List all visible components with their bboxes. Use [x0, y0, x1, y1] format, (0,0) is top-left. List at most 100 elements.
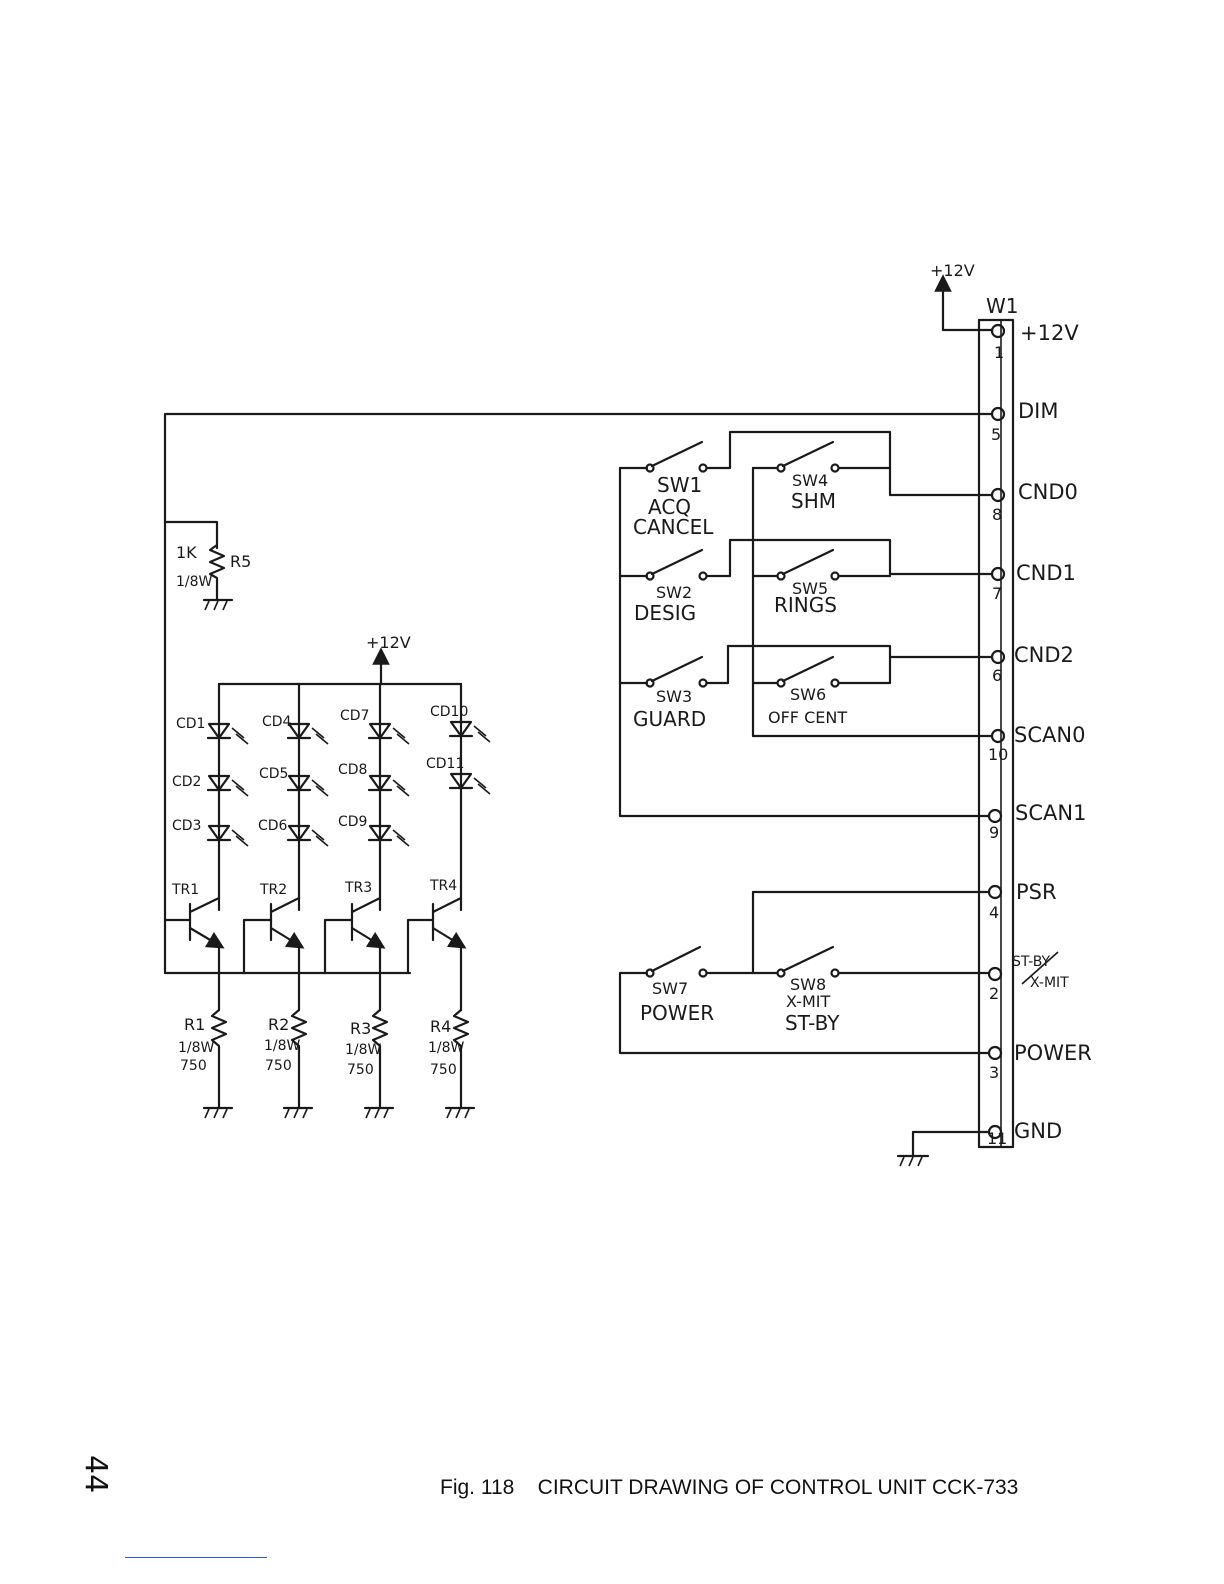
led-label-cd6: CD6	[258, 818, 288, 834]
r2-ref: R2	[268, 1015, 289, 1034]
sw7-label-line1: POWER	[640, 1001, 714, 1025]
r5-value: 1K	[176, 543, 197, 562]
r4-power: 1/8W	[428, 1040, 465, 1056]
resistor-r5: 1K 1/8W R5	[176, 543, 251, 611]
sw1-ref: SW1	[657, 473, 702, 497]
sw8-ref: SW8	[790, 975, 826, 994]
pin-3-number: 3	[989, 1063, 999, 1082]
connector-w1: W1	[977, 294, 1019, 1149]
pin-10-signal: SCAN0	[1014, 723, 1085, 747]
led-cd10	[448, 720, 491, 743]
switch-labels: SW1 ACQ CANCEL SW2 DESIG SW3 GUARD SW4 S…	[633, 471, 847, 1035]
pin-5-terminal	[990, 406, 1006, 422]
led-cd11	[448, 772, 491, 795]
pin-8-terminal	[990, 487, 1006, 503]
pin-10-terminal	[990, 728, 1006, 744]
resistor-r3	[363, 1008, 395, 1119]
sw6-ref: SW6	[790, 685, 826, 704]
led-label-cd5: CD5	[259, 766, 288, 782]
pin-5-number: 5	[991, 425, 1001, 444]
transistor-tr4	[406, 896, 467, 1012]
figure-caption: Fig. 118 CIRCUIT DRAWING OF CONTROL UNIT…	[440, 1476, 1019, 1499]
transistor-tr1	[163, 896, 225, 1012]
r3-ref: R3	[350, 1019, 371, 1038]
led-label-cd10: CD10	[430, 704, 468, 720]
led-cd9	[367, 824, 410, 847]
led-cd3	[206, 824, 249, 847]
connector-ground	[896, 1130, 991, 1167]
led-labels: CD1 CD2 CD3 CD4 CD5 CD6 CD7 CD8 CD9 CD10…	[172, 704, 468, 834]
pin-11-signal: GND	[1014, 1119, 1062, 1143]
transistors: TR1 TR2 TR3 TR4	[163, 878, 467, 1012]
led-label-cd8: CD8	[338, 762, 367, 778]
r1-ref: R1	[184, 1015, 205, 1034]
pin-5-signal: DIM	[1018, 399, 1058, 423]
sw5-ref: SW5	[792, 579, 828, 598]
pin-7-number: 7	[992, 584, 1002, 603]
transistor-label-tr1: TR1	[171, 882, 199, 898]
pin-8-number: 8	[992, 505, 1002, 524]
pin-4-signal: PSR	[1016, 880, 1057, 904]
pin-1-signal: +12V	[1020, 321, 1079, 345]
led-label-cd3: CD3	[172, 818, 201, 834]
led-symbols	[206, 720, 491, 847]
switch-row-cnd1	[618, 538, 994, 581]
sw2-ref: SW2	[656, 583, 692, 602]
r4-ref: R4	[430, 1017, 451, 1036]
led-label-cd11: CD11	[426, 756, 464, 772]
transistor-tr3	[323, 896, 386, 1012]
switch-row-power	[618, 890, 991, 1055]
emitter-resistors: R1 1/8W 750 R2 1/8W 750 R3 1/8W 750 R4 1…	[178, 1008, 476, 1119]
pin-7-terminal	[990, 566, 1006, 582]
led-columns	[217, 682, 463, 912]
transistor-label-tr4: TR4	[429, 878, 457, 894]
switch-row-cnd2	[618, 644, 994, 688]
led-label-cd1: CD1	[176, 716, 205, 732]
led-supply-label: +12V	[366, 633, 411, 652]
sw3-ref: SW3	[656, 687, 692, 706]
sw5-label-line1: RINGS	[774, 593, 837, 617]
sw3-label-line1: GUARD	[633, 707, 706, 731]
resistor-r1	[202, 1008, 234, 1119]
connector-label: W1	[986, 294, 1019, 318]
sw4-label-line1: SHM	[791, 489, 836, 513]
pin-10-number: 10	[988, 745, 1008, 764]
pin-4-terminal	[987, 884, 1003, 900]
pin-3-signal: POWER	[1014, 1041, 1092, 1065]
transistor-label-tr3: TR3	[344, 880, 372, 896]
connector-pins: 1 +12V 5 DIM 8 CND0 7 CND1 6 CND2 10 SCA…	[987, 321, 1092, 1148]
switch-row-cnd0	[618, 430, 994, 497]
pin-3-terminal	[987, 1045, 1003, 1061]
switch-common-bus	[618, 466, 991, 818]
dim-line	[163, 412, 994, 975]
r5-ref: R5	[230, 552, 251, 571]
led-cd1	[206, 722, 249, 745]
led-label-cd9: CD9	[338, 814, 367, 830]
led-cd4	[286, 722, 329, 745]
transistor-tr2	[242, 896, 305, 1012]
r5-power: 1/8W	[176, 574, 213, 590]
page-number-mark: 44	[78, 1455, 113, 1494]
pin-9-number: 9	[989, 823, 999, 842]
led-supply: +12V	[217, 633, 463, 686]
pin-2-signal: ST-BY	[1012, 954, 1051, 970]
led-cd7	[367, 722, 410, 745]
sw1-label-line2: CANCEL	[633, 515, 714, 539]
resistor-r2	[282, 1008, 314, 1119]
r4-value: 750	[430, 1062, 457, 1078]
sw8-label-line1: X-MIT	[786, 992, 830, 1011]
sw7-ref: SW7	[652, 979, 688, 998]
pin-1-terminal	[990, 323, 1006, 339]
led-cd8	[367, 774, 410, 797]
led-label-cd2: CD2	[172, 774, 201, 790]
pin-11-number: 11	[987, 1129, 1007, 1148]
top-supply-label: +12V	[930, 261, 975, 280]
pin-2-number: 2	[989, 984, 999, 1003]
pin-6-number: 6	[992, 666, 1002, 685]
pin-2-terminal	[987, 966, 1003, 982]
led-cd5	[286, 774, 329, 797]
pin-6-signal: CND2	[1014, 643, 1074, 667]
pin-9-terminal	[987, 808, 1003, 824]
transistor-label-tr2: TR2	[259, 882, 287, 898]
